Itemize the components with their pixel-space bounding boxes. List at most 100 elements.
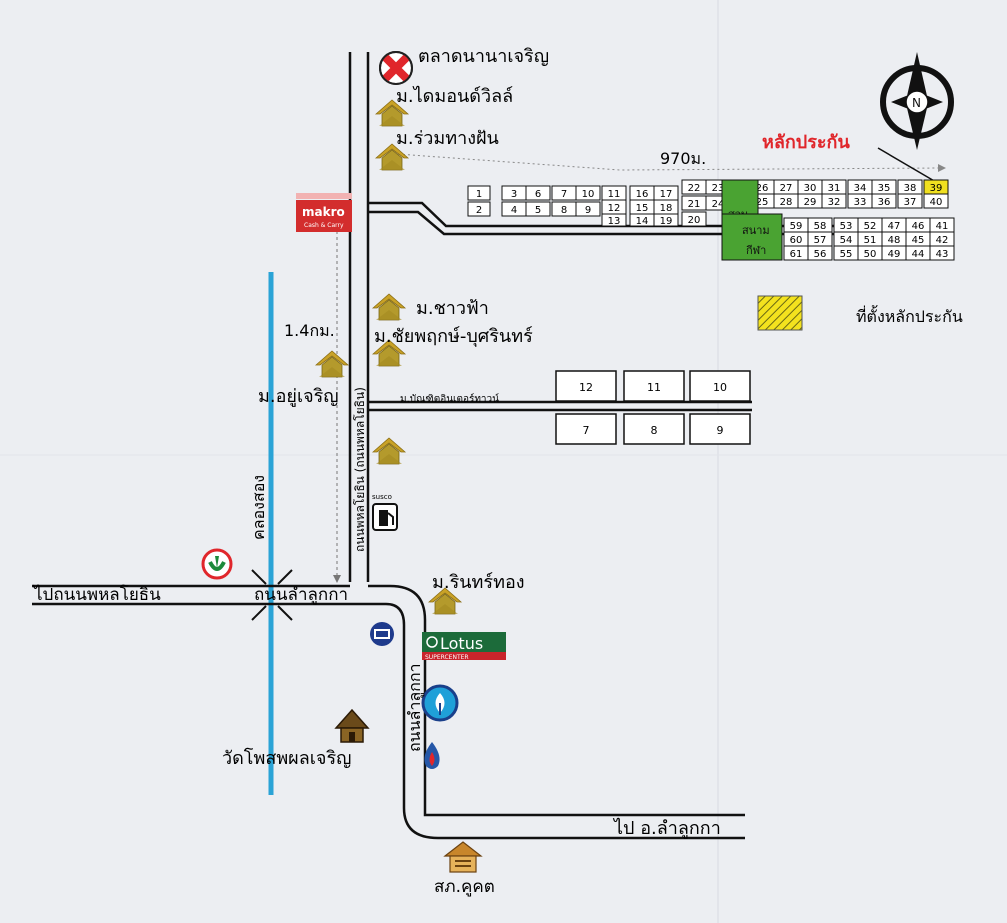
field-label-1: สนาม [742,224,770,237]
plot-number: 37 [904,197,917,208]
police-label: สภ.คูคต [434,877,495,897]
plot-number: 13 [608,216,621,227]
land-block [555,370,617,402]
svg-text:SUPERCENTER: SUPERCENTER [425,654,469,661]
plot-number: 14 [636,216,649,227]
plot-number: 26 [756,183,769,194]
yu-charoen-label: ม.อยู่เจริญ [258,386,339,407]
plot-number: 33 [854,197,867,208]
plot-number: 48 [888,235,901,246]
plot-number: 47 [888,221,901,232]
land-block-number: 12 [579,381,593,394]
plot-cell [467,185,491,201]
temple-label: วัดโพสพผลเจริญ [222,747,351,769]
plot-number: 8 [561,205,567,216]
temple-icon [334,708,370,743]
plot-cell [681,211,707,227]
plot-number: 3 [511,189,517,200]
land-block-number: 11 [647,381,661,394]
svg-text:Lotus: Lotus [440,634,483,653]
north-arrow-icon: N [880,52,954,150]
distance-1-4-label: 1.4กม. [284,321,335,340]
plot-number: 43 [936,249,949,260]
plot-number: 58 [814,221,827,232]
chao-fa-label: ม.ชาวฟ้า [416,298,489,319]
market-icon [379,51,413,85]
plot-number: 51 [864,235,877,246]
plot-number: 52 [864,221,877,232]
plot-cell [601,213,627,227]
plot-number: 16 [636,189,649,200]
plot-number: 10 [582,189,595,200]
plot-cell [923,193,949,209]
north-label: N [912,96,921,110]
land-block-number: 10 [713,381,727,394]
plot-number: 24 [712,199,725,210]
plot-number: 42 [936,235,949,246]
plot-number: 23 [712,183,725,194]
police-station-icon [443,841,483,873]
krungthai-icon [421,684,459,722]
gas-station-icon [372,503,398,531]
plot-number: 41 [936,221,949,232]
plot-number: 2 [476,205,482,216]
land-block [555,413,617,445]
plot-number: 11 [608,189,621,200]
land-block [689,370,751,402]
plot-number: 32 [828,197,841,208]
marker-legend-label: ที่ตั้งหลักประกัน [856,305,963,326]
plot-number: 44 [912,249,925,260]
marker-legend-swatch [757,295,803,331]
ptt-icon [424,742,440,769]
land-block-number: 7 [583,424,590,437]
sports-field [721,213,783,261]
plot-number: 25 [756,197,769,208]
plot-cell [653,213,679,227]
plot-number: 60 [790,235,803,246]
to-phahon-label: ไปถนนพหลโยธิน [32,584,161,605]
plot-number: 49 [888,249,901,260]
bank-logo-icon [370,622,394,646]
plot-number: 31 [828,183,841,194]
plot-number: 59 [790,221,803,232]
plot-number: 1 [476,189,482,200]
canal-label: คลองสอง [249,475,268,540]
plot-grid: 1234657810911121316151417181922212023242… [467,179,955,261]
plot-number: 53 [840,221,853,232]
rin-thong-label: ม.รินทร์ทอง [432,572,525,593]
plot-number: 21 [688,199,701,210]
plot-number: 57 [814,235,827,246]
lotus-logo: Lotus SUPERCENTER [422,632,506,661]
diamond-ville-label: ม.ไดมอนด์วิลล์ [396,85,513,107]
plot-number: 12 [608,203,621,214]
plot-number: 17 [660,189,673,200]
bank-icon [201,548,233,580]
field-label-2: กีฬา [746,244,767,257]
plot-number: 36 [878,197,891,208]
land-block [689,413,751,445]
plot-cell [821,193,847,209]
plot-cell [871,193,897,209]
plot-number: 22 [688,183,701,194]
plot-number: 28 [780,197,793,208]
land-block-number: 9 [717,424,724,437]
plot-number: 30 [804,183,817,194]
plot-number: 45 [912,235,925,246]
plot-number: 56 [814,249,827,260]
plot-number: 5 [535,205,541,216]
plot-number: 46 [912,221,925,232]
plot-cell [897,193,923,209]
plot-cell [929,245,955,261]
plot-number: 38 [904,183,917,194]
plot-number: 54 [840,235,853,246]
plot-number: 9 [585,205,591,216]
plot-cell [575,201,601,217]
house-icon [372,293,406,321]
plot-cell [525,185,551,201]
land-block [623,370,685,402]
plot-number: 4 [511,205,517,216]
makro-logo: makro Cash & Carry [296,193,352,232]
chaiyaphruek-label: ม.ชัยพฤกษ์-บุศรินทร์ [374,326,533,347]
